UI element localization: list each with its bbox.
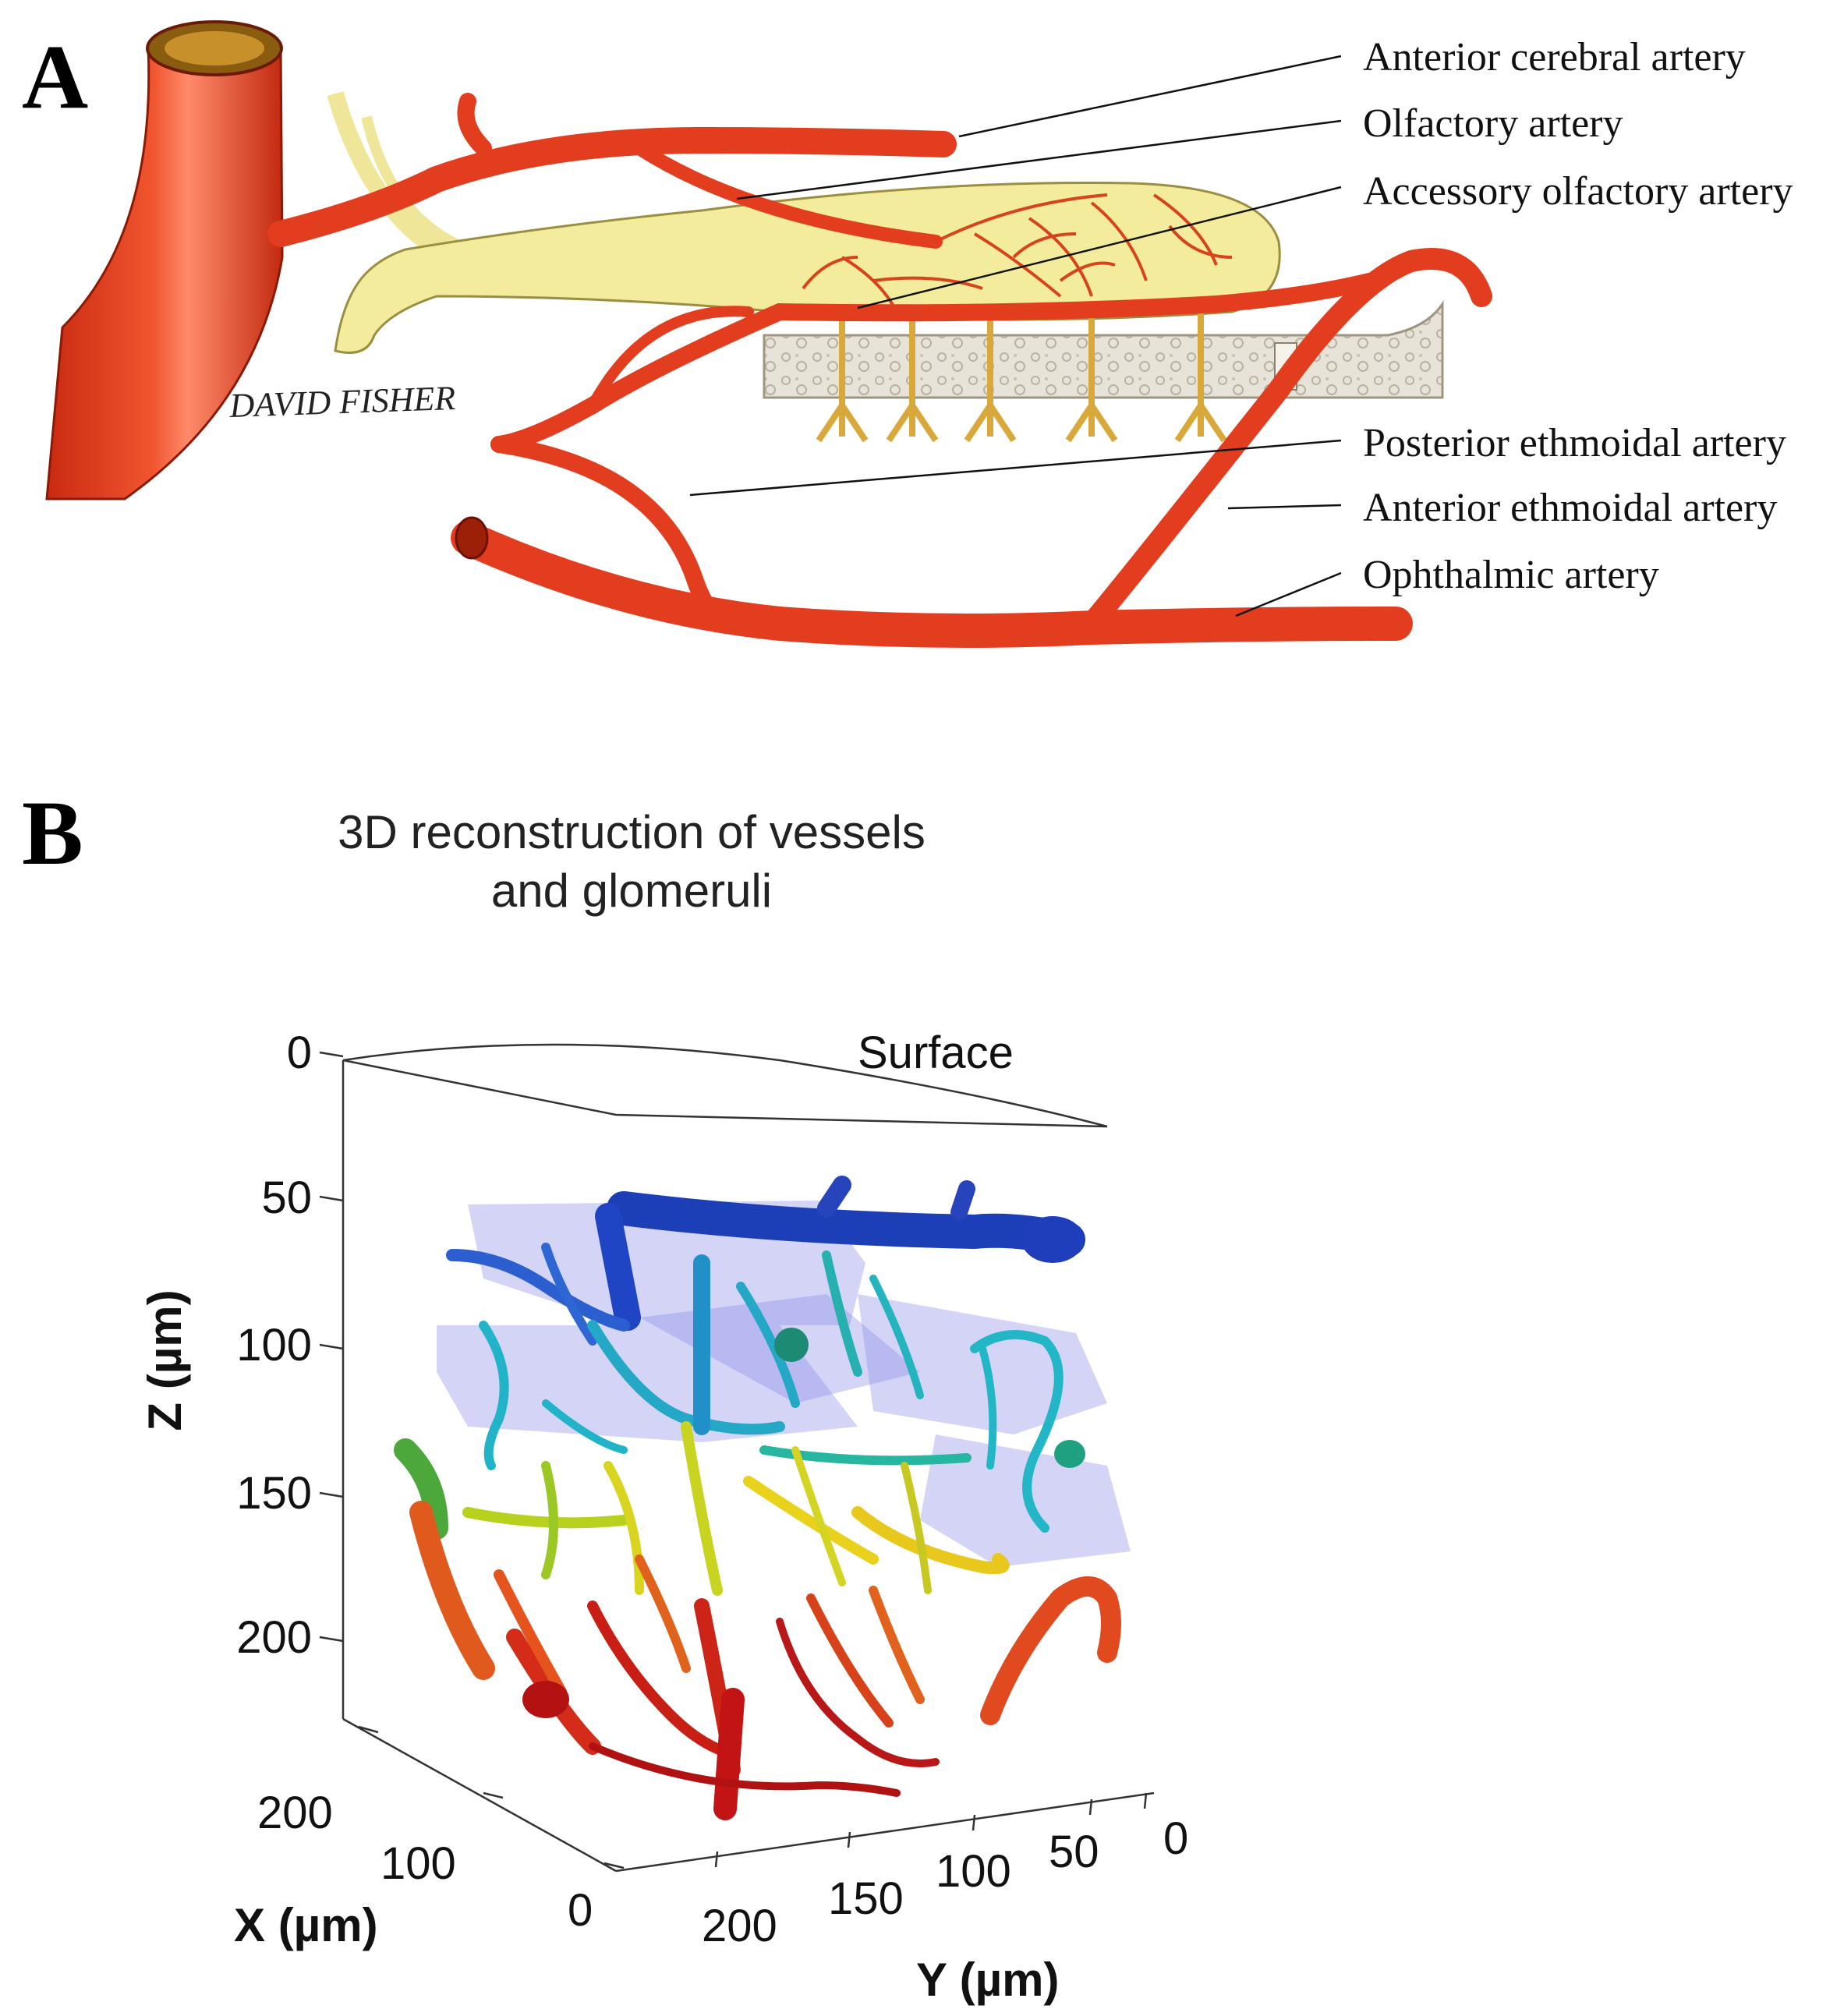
z-tick-200: 200	[236, 1612, 312, 1663]
callout-anterior-ethmoidal-artery: Anterior ethmoidal artery	[1363, 486, 1778, 530]
z-axis-ticks	[319, 1051, 344, 1643]
y-axis-label: Y (µm)	[916, 1954, 1060, 2006]
z-tick-150: 150	[236, 1468, 312, 1519]
y-tick-150: 150	[828, 1873, 904, 1924]
vessels-top-blue	[446, 1176, 1085, 1346]
main-artery-trunk	[45, 20, 284, 500]
bulb-capillaries	[802, 193, 1233, 313]
x-tick-100: 100	[380, 1838, 456, 1889]
callout-leaders	[689, 55, 1342, 617]
callout-accessory-olfactory-artery: Accessory olfactory artery	[1363, 169, 1793, 214]
y-tick-100: 100	[936, 1846, 1011, 1897]
z-tick-0: 0	[287, 1027, 312, 1078]
panel-a-letter: A	[22, 26, 89, 128]
cerebral-arteries	[267, 93, 957, 249]
y-tick-0: 0	[1163, 1813, 1188, 1864]
olfactory-bulb	[334, 181, 1281, 354]
panel-b-title-line2: and glomeruli	[490, 865, 773, 917]
callout-anterior-cerebral-artery: Anterior cerebral artery	[1363, 35, 1746, 80]
panel-b-letter: B	[22, 782, 83, 884]
callout-posterior-ethmoidal-artery: Posterior ethmoidal artery	[1363, 421, 1786, 465]
callout-olfactory-artery: Olfactory artery	[1363, 101, 1623, 146]
glomeruli	[437, 1201, 1131, 1567]
y-tick-50: 50	[1049, 1827, 1099, 1877]
ethmoidal-arteries	[451, 248, 1492, 648]
x-axis-ticks	[358, 1725, 625, 1869]
y-axis-ticks	[714, 1792, 1148, 1868]
vessels-upper-cyan	[479, 1250, 1085, 1533]
x-tick-200: 200	[257, 1788, 333, 1838]
x-axis-label: X (µm)	[234, 1899, 378, 1951]
surface-label: Surface	[858, 1027, 1014, 1078]
z-axis-label: Z (µm)	[139, 1289, 191, 1431]
plot-box	[342, 1043, 1155, 1873]
panel-b-title: 3D reconstruction of vessels and glomeru…	[234, 803, 1029, 920]
artist-signature: DAVID FISHER	[228, 379, 456, 425]
panel-b-title-line1: 3D reconstruction of vessels	[338, 806, 926, 858]
olfactory-fibers	[816, 312, 1227, 443]
vessels-mid-yellow	[394, 1421, 1010, 1596]
z-tick-100: 100	[236, 1320, 312, 1371]
x-tick-0: 0	[568, 1885, 593, 1936]
vessels-deep-red	[409, 1501, 1121, 1820]
callout-ophthalmic-artery: Ophthalmic artery	[1363, 553, 1659, 597]
z-tick-50: 50	[261, 1172, 312, 1223]
y-tick-200: 200	[702, 1901, 777, 1951]
